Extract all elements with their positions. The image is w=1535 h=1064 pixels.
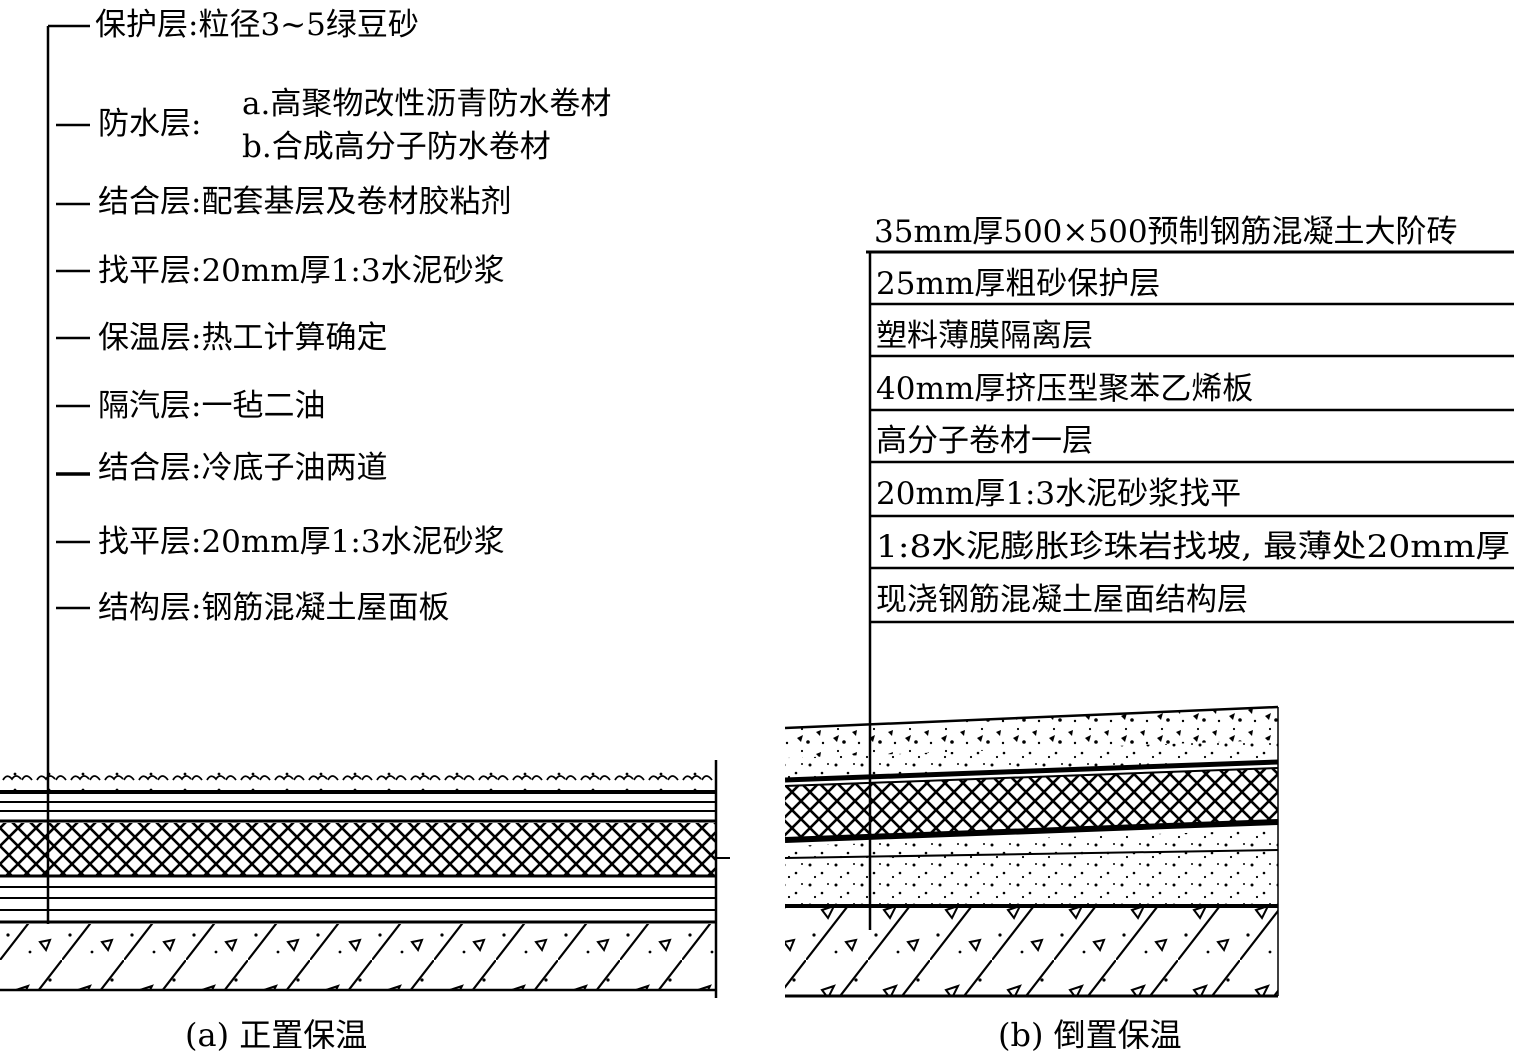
diagram-a-labels: 保护层:粒径3~5绿豆砂 防水层: a.高聚物改性沥青防水卷材 b.合成高分子防… [95, 7, 611, 626]
a-concrete-slab [0, 924, 716, 990]
a-label-bonding-1: 结合层:配套基层及卷材胶粘剂 [98, 184, 511, 220]
diagram-b-labels: 35mm厚500×500预制钢筋混凝土大阶砖 25mm厚粗砂保护层 塑料薄膜隔离… [874, 214, 1510, 618]
diagram-b-section [785, 705, 1279, 998]
diagram-b-leader [866, 250, 1514, 930]
b-xps-layer [785, 768, 1278, 840]
b-label-xps: 40mm厚挤压型聚苯乙烯板 [876, 371, 1253, 407]
a-label-bonding-2: 结合层:冷底子油两道 [98, 450, 387, 486]
diagram-b-caption: (b) 倒置保温 [998, 1016, 1182, 1054]
diagram-a-leader [46, 24, 90, 924]
b-sand-layer [785, 740, 1278, 780]
b-label-leveling: 20mm厚1:3水泥砂浆找平 [876, 476, 1241, 512]
a-insulation-layer [0, 823, 716, 875]
a-label-protective: 保护层:粒径3~5绿豆砂 [95, 7, 419, 43]
b-label-membrane: 高分子卷材一层 [876, 423, 1093, 459]
b-brick-layer [785, 707, 1278, 758]
a-label-waterproof-a: a.高聚物改性沥青防水卷材 [242, 86, 611, 122]
a-gravel-layer [0, 768, 716, 790]
a-label-structure: 结构层:钢筋混凝土屋面板 [98, 590, 449, 626]
a-label-waterproof-b: b.合成高分子防水卷材 [242, 129, 551, 165]
a-label-waterproof: 防水层: [98, 106, 201, 142]
b-label-perlite: 1:8水泥膨胀珍珠岩找坡, 最薄处20mm厚 [876, 529, 1510, 565]
a-label-vapor: 隔汽层:一毡二油 [98, 388, 325, 424]
b-label-film: 塑料薄膜隔离层 [876, 318, 1093, 354]
b-label-brick: 35mm厚500×500预制钢筋混凝土大阶砖 [874, 214, 1458, 250]
a-label-insulation: 保温层:热工计算确定 [98, 320, 387, 356]
a-label-leveling-1: 找平层:20mm厚1:3水泥砂浆 [98, 253, 505, 289]
diagram-a-caption: (a) 正置保温 [185, 1016, 367, 1054]
a-label-leveling-2: 找平层:20mm厚1:3水泥砂浆 [98, 524, 505, 560]
b-perlite-layer [785, 850, 1278, 906]
diagram-a-section [0, 768, 716, 992]
b-label-structure: 现浇钢筋混凝土屋面结构层 [876, 582, 1248, 618]
b-concrete-slab [785, 908, 1278, 996]
b-label-sand: 25mm厚粗砂保护层 [876, 266, 1160, 302]
